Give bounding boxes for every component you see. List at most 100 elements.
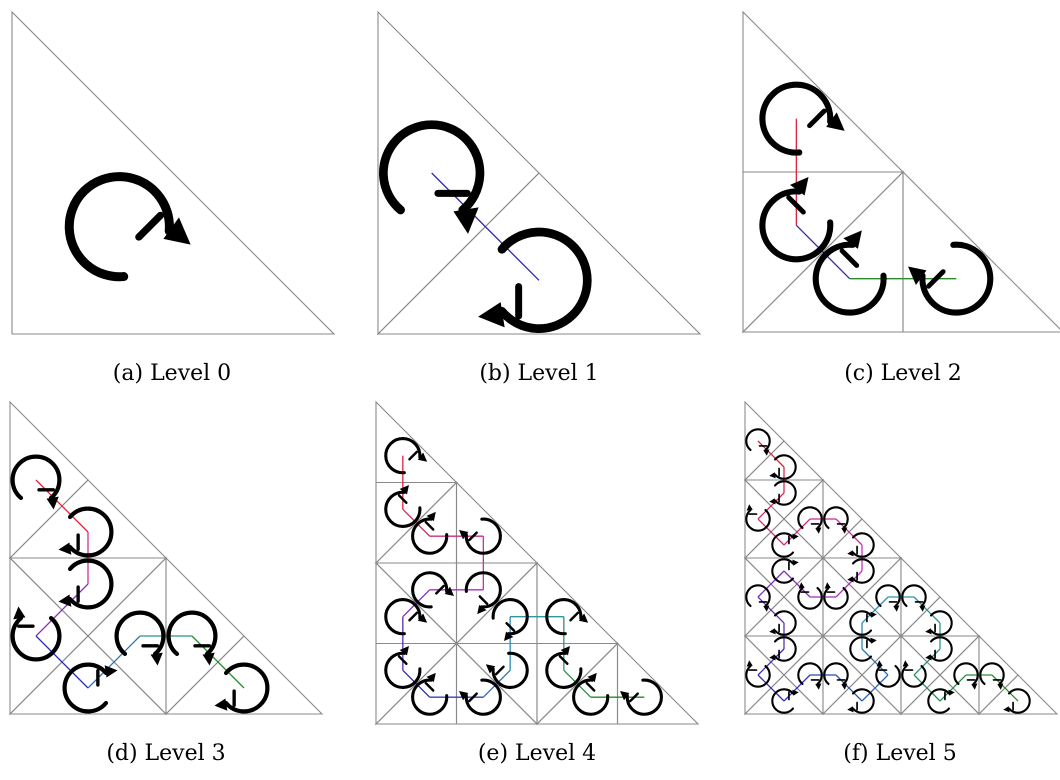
- circular-arrow-icon: [384, 646, 422, 689]
- curve-segment: [482, 669, 511, 698]
- subdivision-cell: [744, 400, 785, 482]
- circular-arrow-icon: [769, 480, 797, 506]
- subdivision-cell: [743, 674, 825, 715]
- panel-level-5: [743, 400, 1059, 716]
- circular-arrow-icon: [979, 662, 1005, 690]
- caption-level-4: (e) Level 4: [477, 741, 597, 766]
- subdivision-cell: [902, 170, 1060, 333]
- circular-arrow-icon: [166, 610, 218, 666]
- subdivision-cell: [899, 674, 981, 715]
- curve-segment: [757, 570, 785, 598]
- circular-arrow-icon: [925, 636, 953, 662]
- circular-arrow-icon: [745, 660, 771, 688]
- circular-arrow-icon: [771, 558, 799, 584]
- circular-arrow-icon: [875, 584, 901, 612]
- subdivision-grid: [376, 10, 702, 336]
- circular-arrow-icon: [769, 454, 797, 480]
- circular-arrow-icon: [58, 558, 114, 610]
- curve-segment: [757, 674, 785, 702]
- circular-arrow-icon: [478, 227, 592, 333]
- circular-arrow-icon: [769, 636, 797, 662]
- panel-level-2: [741, 10, 1060, 334]
- circular-arrow-icon: [771, 688, 799, 714]
- circular-arrow-icon: [953, 662, 979, 690]
- subdivision-cell: [743, 518, 825, 559]
- subdivision-cell: [536, 561, 619, 645]
- circular-arrow-icon: [62, 662, 118, 714]
- circular-arrow-icon: [823, 582, 849, 610]
- triangle-diagram-level-2: [741, 10, 1060, 334]
- subdivision-cell: [821, 674, 903, 715]
- subdivision-cell: [11, 10, 336, 335]
- circular-arrow-icon: [901, 660, 927, 688]
- subdivision-cell: [977, 674, 1059, 715]
- circular-arrow-icon: [545, 598, 589, 636]
- circular-arrow-icon: [485, 651, 529, 689]
- orientation-glyphs: [64, 172, 191, 282]
- circular-arrow-icon: [875, 660, 901, 688]
- subdivision-cell: [742, 10, 905, 173]
- curve-segment: [913, 674, 941, 702]
- subdivision-cell: [744, 556, 785, 638]
- circular-arrow-icon: [572, 672, 610, 716]
- orientation-glyphs: [379, 120, 592, 333]
- circular-arrow-icon: [797, 662, 823, 690]
- curve-segment: [402, 589, 431, 618]
- circular-arrow-icon: [464, 571, 502, 615]
- curve-segment: [795, 224, 851, 280]
- circular-arrow-icon: [812, 230, 887, 316]
- circular-arrow-icon: [1003, 688, 1031, 714]
- triangle-diagram-level-0: [11, 10, 336, 335]
- subdivision-cell: [861, 634, 902, 716]
- circular-arrow-icon: [908, 241, 994, 316]
- orientation-glyphs: [10, 454, 270, 714]
- circular-arrow-icon: [384, 437, 428, 475]
- circular-arrow-icon: [10, 454, 62, 510]
- subdivision-grid: [374, 400, 700, 726]
- orientation-glyphs: [759, 81, 994, 316]
- circular-arrow-icon: [545, 646, 583, 689]
- caption-level-3: (d) Level 3: [106, 741, 226, 766]
- circular-arrow-icon: [759, 81, 845, 156]
- circular-arrow-icon: [459, 517, 502, 555]
- subdivision-cell: [744, 634, 785, 716]
- curve-segment: [402, 669, 431, 698]
- caption-level-5: (f) Level 5: [843, 741, 957, 766]
- panel-level-1: [376, 10, 702, 336]
- circular-arrow-icon: [114, 610, 166, 666]
- curve-segment: [563, 669, 592, 698]
- circular-arrow-icon: [823, 506, 849, 534]
- circular-arrow-icon: [847, 532, 875, 558]
- subdivision-cell: [8, 635, 168, 715]
- circular-arrow-icon: [411, 511, 449, 555]
- circular-arrow-icon: [745, 584, 771, 612]
- subdivision-cell: [900, 634, 941, 716]
- circular-arrow-icon: [745, 428, 771, 456]
- subdivision-cell: [376, 172, 702, 335]
- circular-arrow-icon: [214, 662, 270, 714]
- panel-level-0: [11, 10, 336, 335]
- subdivision-grid: [741, 10, 1060, 334]
- curve-segment: [402, 508, 431, 537]
- circular-arrow-icon: [771, 532, 799, 558]
- circular-arrow-icon: [384, 485, 422, 528]
- subdivision-cell: [9, 556, 89, 716]
- circular-arrow-icon: [759, 177, 834, 263]
- triangle-diagram-level-4: [374, 400, 700, 726]
- circular-arrow-icon: [379, 120, 485, 234]
- circular-arrow-icon: [797, 582, 823, 610]
- subdivision-cell: [743, 557, 825, 598]
- subdivision-cell: [9, 400, 89, 560]
- circular-arrow-icon: [411, 672, 449, 716]
- panel-level-4: [374, 400, 700, 726]
- subdivision-grid: [11, 10, 336, 335]
- circular-arrow-icon: [58, 506, 114, 558]
- subdivision-grid: [8, 400, 324, 716]
- subdivision-cell: [455, 561, 538, 645]
- subdivision-cell: [164, 635, 324, 715]
- circular-arrow-icon: [459, 678, 502, 716]
- subdivision-cell: [455, 481, 539, 564]
- circular-arrow-icon: [620, 678, 663, 716]
- subdivision-grid: [743, 400, 1059, 716]
- circular-arrow-icon: [491, 598, 529, 641]
